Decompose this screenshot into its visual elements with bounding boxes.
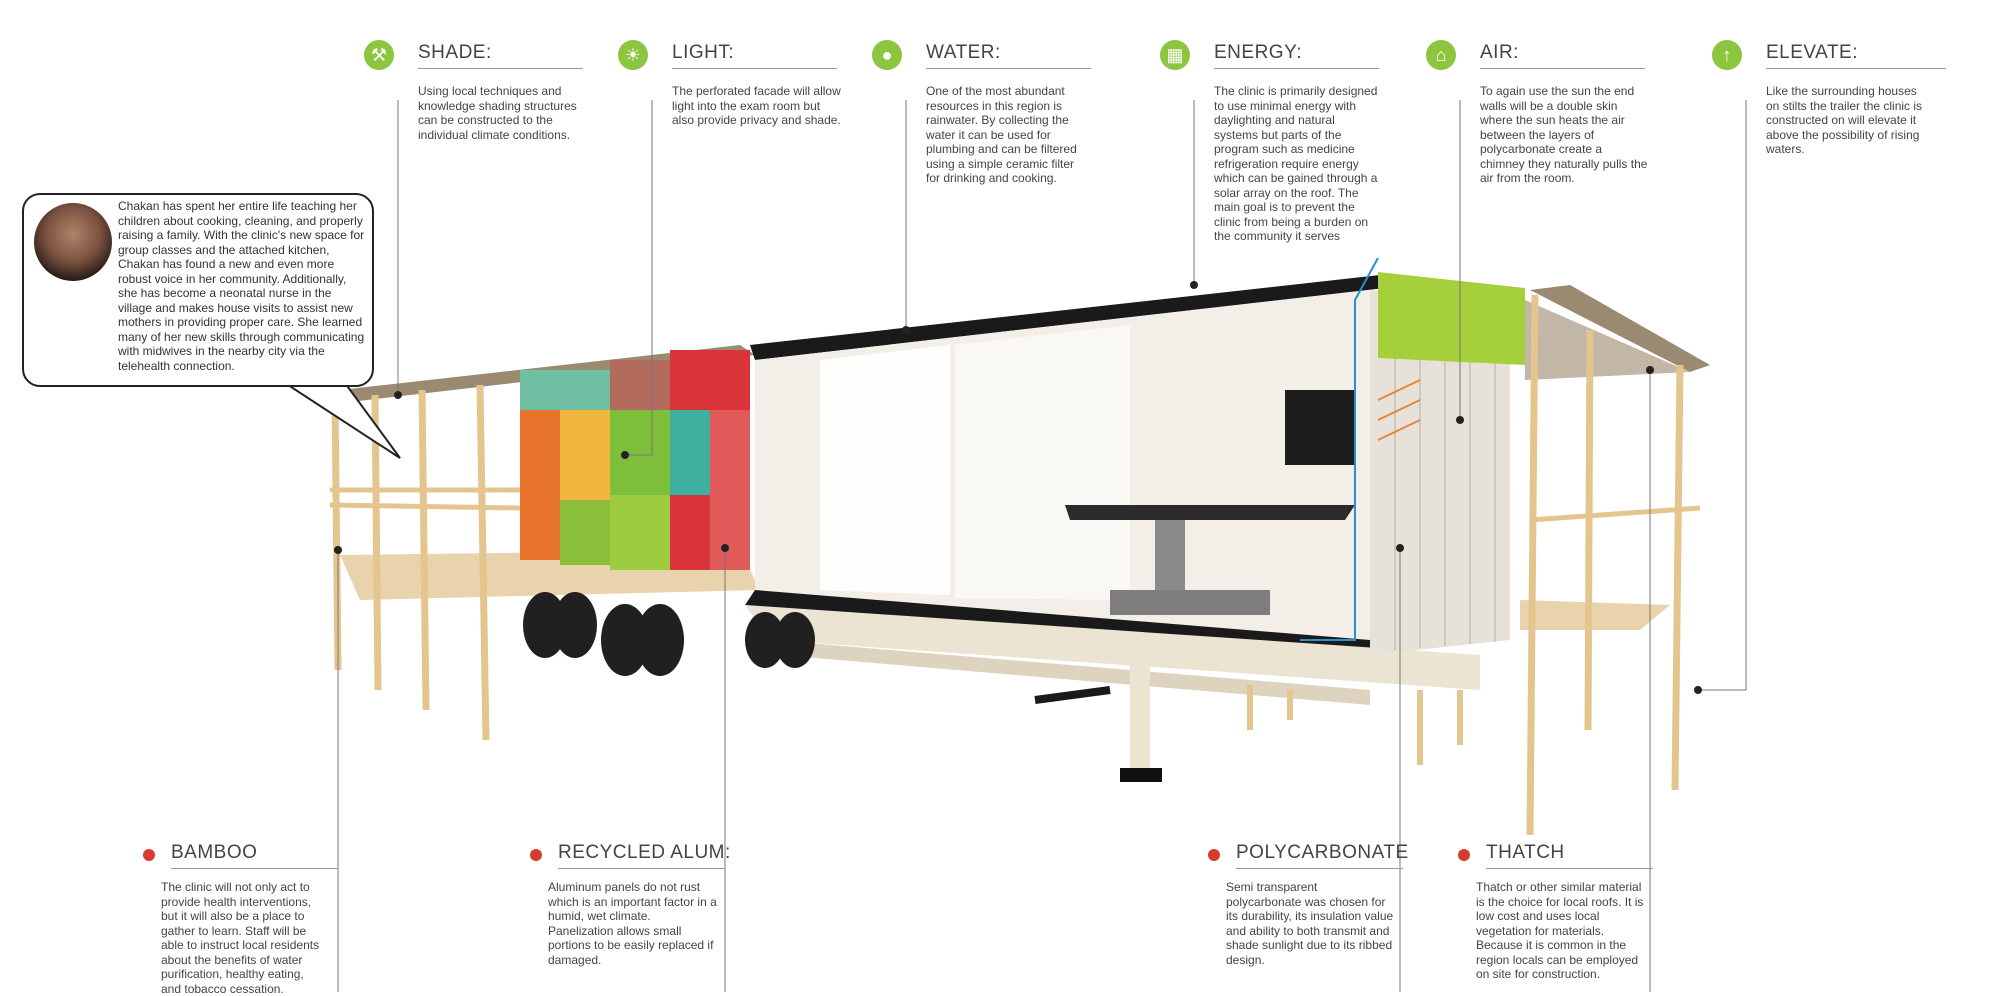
feature-title: ELEVATE: [1766,42,1858,63]
sun-icon: ☀ [618,40,648,70]
tv-screen [1285,390,1355,465]
recycled-aluminum-facade [520,350,750,570]
house-air-icon: ⌂ [1426,40,1456,70]
avatar [34,203,112,281]
bullet-dot-icon [530,849,542,861]
arrow-up-icon: ↑ [1712,40,1742,70]
feature-title: SHADE: [418,42,492,63]
tools-icon: ⚒ [364,40,394,70]
feature-title: LIGHT: [672,42,735,63]
feature-description: To again use the sun the end walls will … [1480,84,1648,185]
polycarbonate-end-wall [1370,290,1510,655]
trailer-chassis [745,605,1480,690]
exam-table [1065,505,1355,520]
feature-description: The clinic is primarily designed to use … [1214,84,1378,243]
energy-flow-line [1300,257,1379,641]
landing-gear [1034,665,1162,782]
right-deck [1520,600,1670,630]
trailer-wheels [523,592,815,676]
material-title: POLYCARBONATE [1236,842,1409,863]
callout-story: Chakan has spent her entire life teachin… [118,199,365,373]
feature-description: One of the most abundant resources in th… [926,84,1077,185]
feature-description: Like the surrounding houses on stilts th… [1766,84,1923,156]
feature-title: AIR: [1480,42,1519,63]
feature-description: Using local techniques and knowledge sha… [418,84,577,142]
right-thatch-roof [1530,285,1710,372]
feature-title: WATER: [926,42,1001,63]
solar-panel [1378,272,1525,365]
story-callout: Chakan has spent her entire life teachin… [22,193,374,387]
water-drop-icon: ● [872,40,902,70]
bamboo-posts-left [329,384,521,741]
feature-description: The perforated facade will allow light i… [672,84,841,127]
feature-title: ENERGY: [1214,42,1302,63]
material-leader-lines [337,370,1651,992]
feature-leader-lines [397,100,1747,691]
bullet-dot-icon [1208,849,1220,861]
material-title: BAMBOO [171,842,258,863]
material-description: Thatch or other similar material is the … [1476,880,1644,981]
material-description: Aluminum panels do not rust which is an … [548,880,717,967]
material-description: Semi transparent polycarbonate was chose… [1226,880,1394,967]
bullet-dot-icon [1458,849,1470,861]
bullet-dot-icon [143,849,155,861]
material-title: THATCH [1486,842,1565,863]
solar-panel-icon: ▦ [1160,40,1190,70]
material-title: RECYCLED ALUM: [558,842,731,863]
material-description: The clinic will not only act to provide … [161,880,320,996]
airflow-arrows [1377,379,1421,441]
bamboo-posts-right [1526,294,1701,836]
roof-slab [750,275,1385,360]
